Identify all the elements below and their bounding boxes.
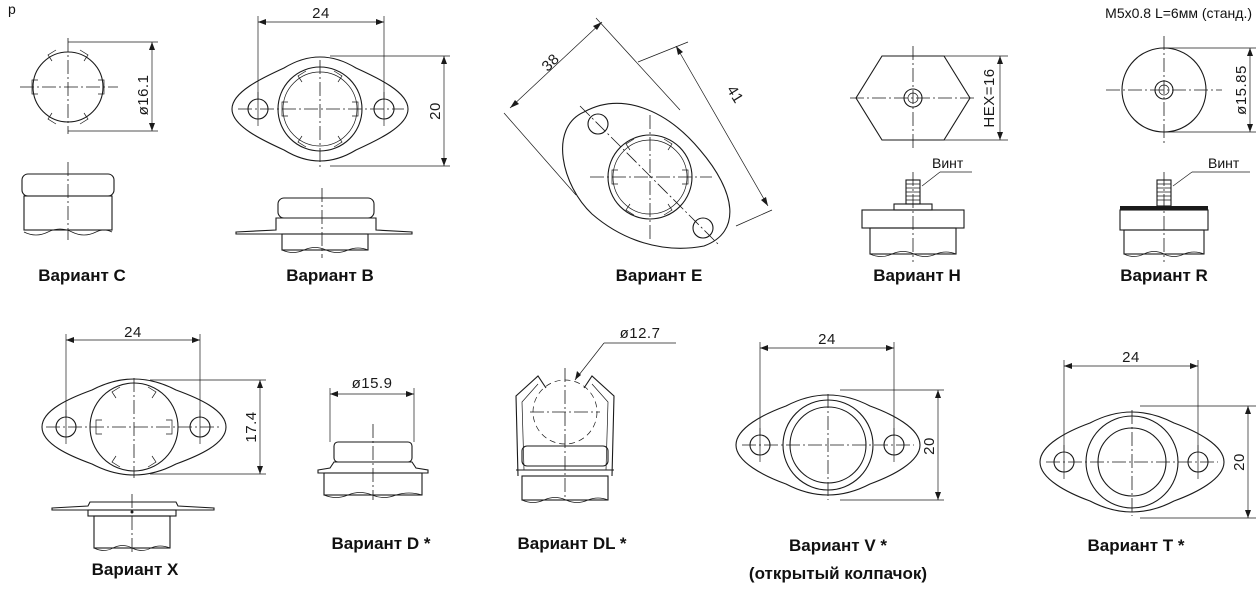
variant-c-top-view: [20, 38, 158, 134]
variant-d-side-view: [317, 388, 429, 500]
variant-h-screw-callout: Винт: [932, 155, 964, 171]
variant-x-top-view: [41, 334, 266, 478]
variant-v-label: Вариант V *: [789, 536, 887, 555]
variant-t-drawing: 24 20 Вариант T *: [1039, 349, 1256, 555]
variant-t-label: Вариант T *: [1087, 536, 1184, 555]
variant-r-drawing: M5x0.8 L=6мм (станд.) ø15.85 Винт Вариан…: [1105, 5, 1256, 285]
variant-x-drawing: 24 17.4 Вариант X: [41, 324, 266, 579]
variant-v-open-cap-note: (открытый колпачок): [749, 564, 927, 583]
variant-h-drawing: HEX=16 Винт Вариант H: [850, 46, 1008, 285]
variant-x-side-view: [51, 494, 215, 552]
variant-v-height-dim: 20: [921, 437, 938, 455]
variant-e-label: Вариант E: [616, 266, 703, 285]
variant-e-top-view: [503, 17, 773, 249]
variant-e-drawing: 38 41 Вариант E: [503, 17, 773, 285]
variant-r-side-view: [1119, 171, 1250, 262]
screw-spec-note: M5x0.8 L=6мм (станд.): [1105, 5, 1252, 21]
variant-d-diameter-dim: ø15.9: [352, 375, 393, 392]
variant-x-label: Вариант X: [92, 560, 179, 579]
variant-d-label: Вариант D *: [332, 534, 431, 553]
variant-b-drawing: 24 20 Вариант B: [231, 5, 450, 285]
variant-h-hex-dim: HEX=16: [981, 68, 998, 127]
variant-b-label: Вариант B: [286, 266, 374, 285]
variant-v-drawing: 24 20 Вариант V * (открытый колпачок): [735, 331, 944, 583]
variant-b-width-dim: 24: [312, 5, 330, 22]
variant-h-label: Вариант H: [873, 266, 961, 285]
variant-h-side-view: [861, 171, 972, 262]
variant-b-top-view: [231, 16, 450, 168]
variant-b-height-dim: 20: [427, 102, 444, 120]
variant-e-diagonal-dim-1: 38: [539, 51, 564, 76]
variant-c-label: Вариант C: [38, 266, 126, 285]
variant-dl-diameter-dim: ø12.7: [620, 325, 661, 342]
variant-e-diagonal-dim-2: 41: [723, 83, 747, 107]
variant-d-drawing: ø15.9 Вариант D *: [317, 375, 431, 553]
variant-x-height-dim: 17.4: [243, 411, 260, 442]
variant-r-diameter-dim: ø15.85: [1233, 65, 1250, 115]
variant-v-top-view: [735, 342, 944, 501]
variant-dl-view: [515, 342, 676, 503]
variant-t-width-dim: 24: [1122, 349, 1140, 366]
variant-v-width-dim: 24: [818, 331, 836, 348]
variant-c-diameter-dim: ø16.1: [135, 75, 152, 116]
variant-c-side-view: [21, 162, 115, 240]
variant-dl-label: Вариант DL *: [517, 534, 626, 553]
variant-c-drawing: ø16.1 Вариант C: [20, 38, 158, 285]
variant-t-top-view: [1039, 360, 1256, 519]
partial-text-fragment: р: [8, 1, 16, 17]
variant-t-height-dim: 20: [1231, 453, 1248, 471]
variant-r-top-view: [1106, 36, 1256, 146]
variant-r-label: Вариант R: [1120, 266, 1208, 285]
variant-r-screw-callout: Винт: [1208, 155, 1240, 171]
variant-dl-drawing: ø12.7 Вариант DL *: [515, 325, 676, 553]
variant-h-top-view: [850, 46, 1008, 150]
variant-x-width-dim: 24: [124, 324, 142, 341]
variant-b-side-view: [235, 188, 413, 258]
